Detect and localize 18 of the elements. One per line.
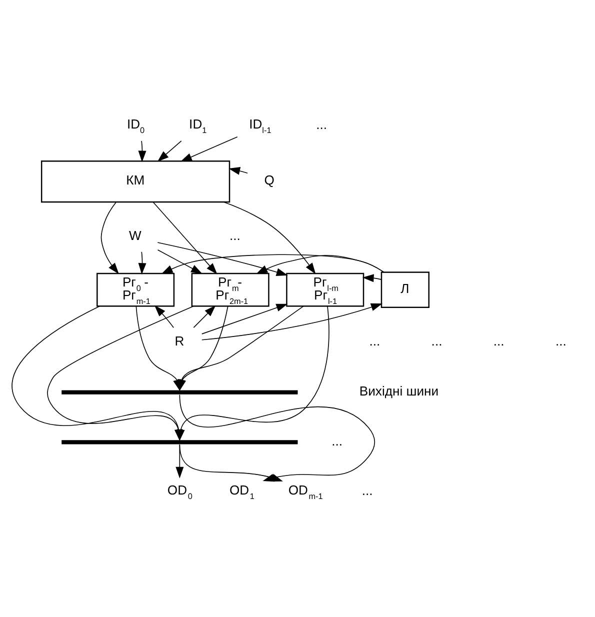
node-text: OD$_{1}$: [230, 482, 254, 500]
node-text: ID$_{l-1}$: [249, 116, 272, 134]
label: ...: [332, 432, 343, 448]
node-text: W: [129, 228, 142, 243]
label: ...: [556, 333, 566, 348]
label: ...: [362, 482, 373, 498]
label: ...: [369, 333, 380, 348]
label: ...: [230, 228, 240, 243]
label: ...: [316, 116, 328, 132]
label: ...: [493, 333, 504, 348]
label: Вихідні шини: [359, 382, 439, 398]
node-text: ID$_{1}$: [189, 116, 207, 134]
node-text: Q: [264, 172, 274, 188]
node-text: R: [174, 333, 184, 348]
node-text: OD$_{m-1}$: [288, 482, 323, 500]
label: ...: [431, 333, 442, 348]
node-text: ID$_{0}$: [126, 116, 145, 134]
node-text: OD$_{0}$: [167, 482, 192, 500]
